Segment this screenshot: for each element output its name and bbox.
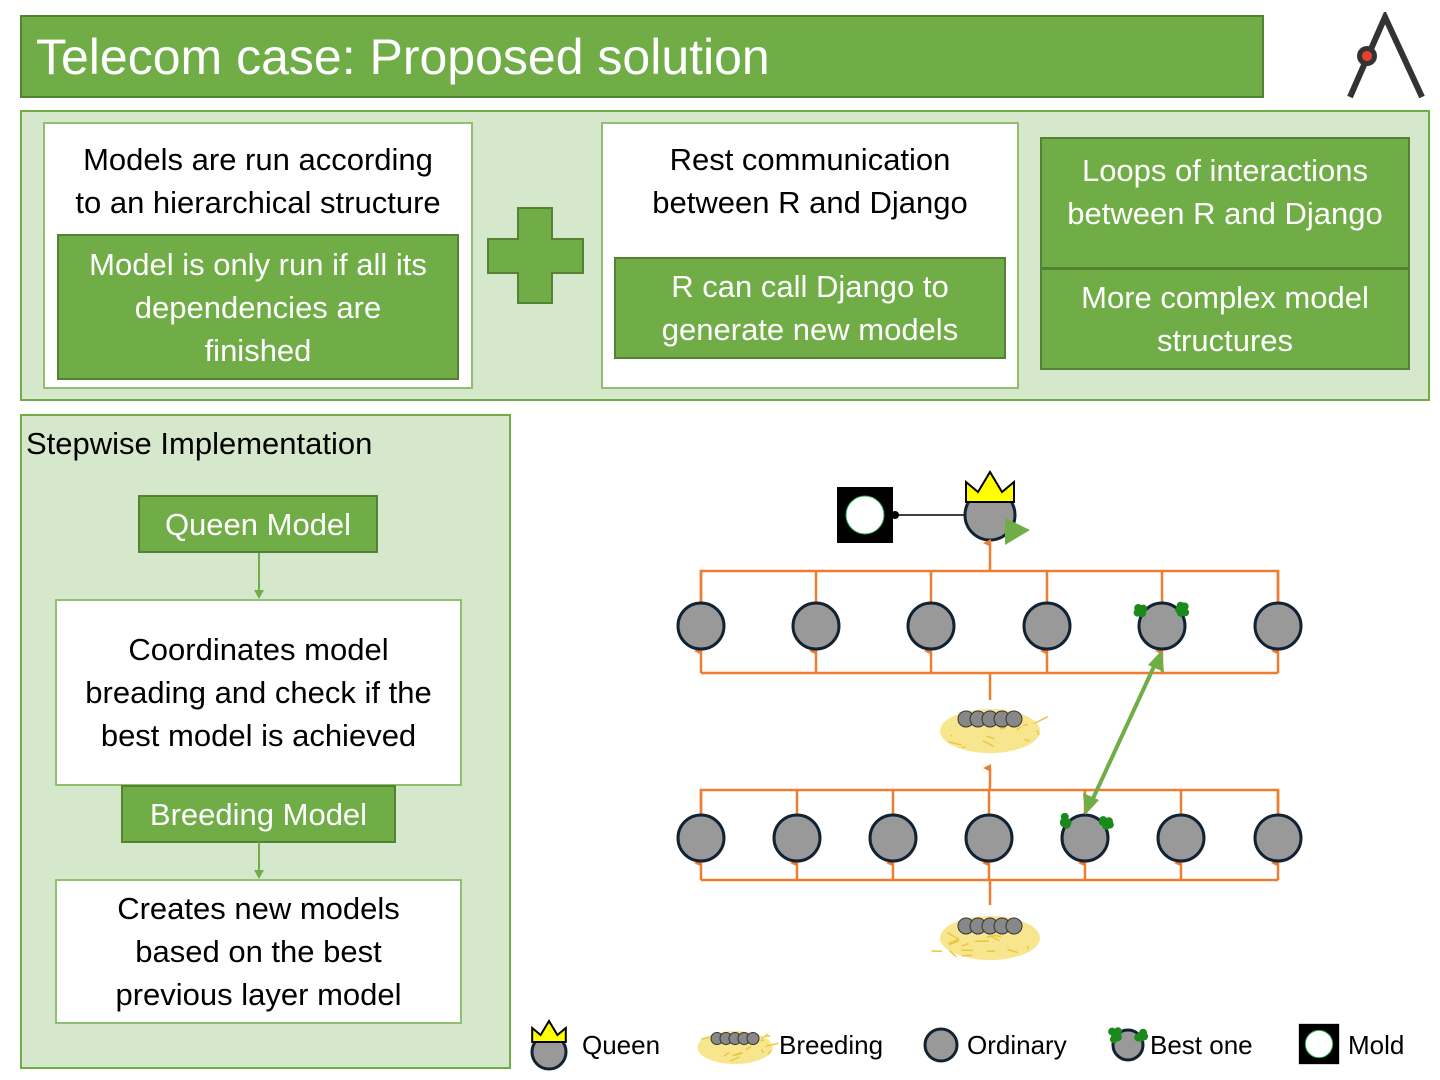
play-icon (1005, 518, 1030, 545)
mold-node (846, 496, 884, 534)
breeding-nest (962, 955, 973, 956)
best-link-arrow (1090, 660, 1157, 805)
legend-breeding: Breeding (779, 1030, 883, 1061)
legend-breeding-icon (762, 1037, 763, 1039)
breeding-nest-egg (1006, 918, 1022, 934)
best-link-tail (1083, 793, 1099, 815)
mold-link-dot (891, 511, 899, 519)
crown-icon (966, 472, 1014, 502)
best-one-hair (1102, 822, 1110, 830)
best-one-hair (1139, 605, 1147, 613)
legend-best-hair (1111, 1033, 1119, 1041)
legend-mold-icon (1305, 1030, 1332, 1057)
ordinary-node (774, 815, 820, 861)
ordinary-node (870, 815, 916, 861)
ordinary-node (678, 815, 724, 861)
ordinary-node (1255, 603, 1301, 649)
legend-ordinary-icon (925, 1029, 957, 1061)
legend-best-hair (1140, 1032, 1148, 1040)
legend-mold: Mold (1348, 1030, 1404, 1061)
ordinary-node (793, 603, 839, 649)
best-link-head (1148, 650, 1164, 672)
best-one-hair (1181, 602, 1189, 610)
best-one-hair (1063, 821, 1071, 829)
row1-top-connector (701, 571, 1278, 603)
breeding-nest (1034, 717, 1048, 724)
ordinary-node (966, 815, 1012, 861)
legend-breeding-icon-egg (747, 1033, 759, 1045)
breeding-nest-egg (1006, 711, 1022, 727)
legend-ordinary: Ordinary (967, 1030, 1067, 1061)
ordinary-node (1158, 815, 1204, 861)
legend-best-one: Best one (1150, 1030, 1253, 1061)
ordinary-node (908, 603, 954, 649)
ordinary-node (1024, 603, 1070, 649)
breeding-nest (995, 936, 1001, 937)
legend-queen: Queen (582, 1030, 660, 1061)
ordinary-node (1255, 815, 1301, 861)
ordinary-node (678, 603, 724, 649)
legend-crown-icon (532, 1021, 566, 1042)
